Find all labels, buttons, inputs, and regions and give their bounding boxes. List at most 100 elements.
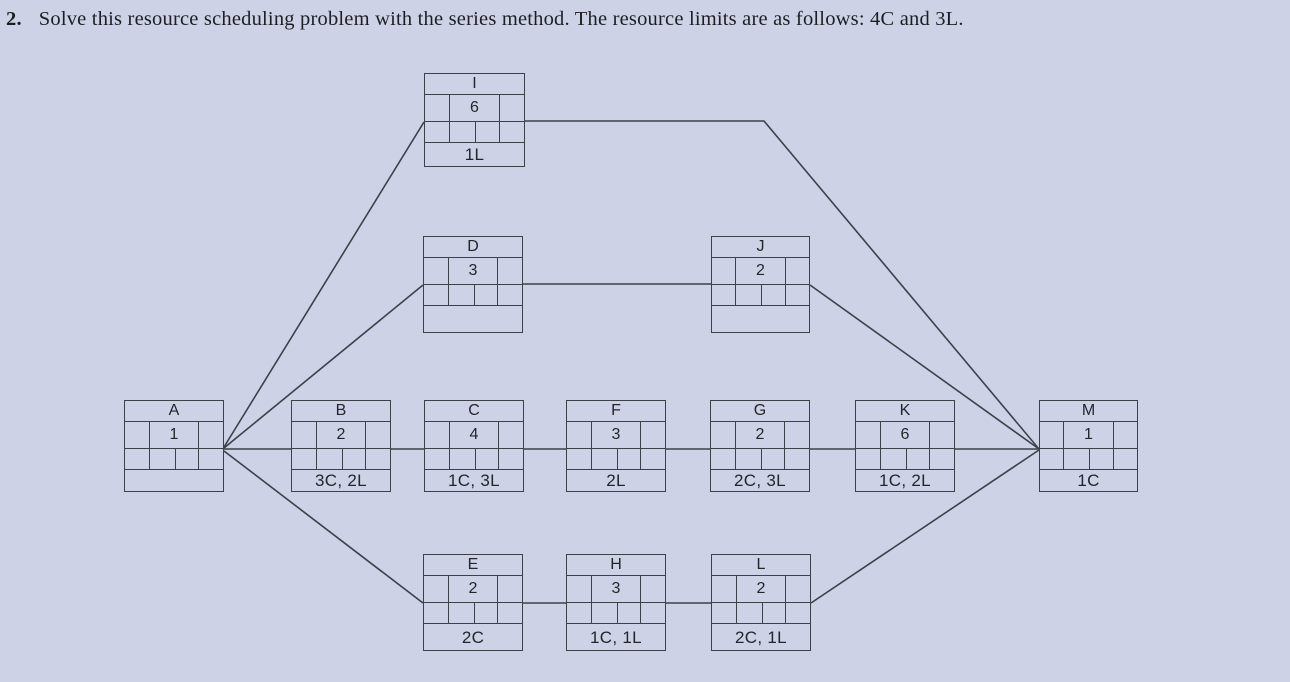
- schedule-cell: [449, 285, 475, 305]
- edge-J-M: [809, 284, 1040, 450]
- right-schedule-cell: [500, 95, 524, 121]
- schedule-cell: [881, 449, 907, 469]
- activity-resources: [712, 306, 809, 332]
- schedule-cell: [785, 449, 809, 469]
- schedule-row: [125, 449, 223, 470]
- schedule-cell: [736, 449, 762, 469]
- activity-id-label: C: [425, 401, 523, 422]
- right-schedule-cell: [498, 258, 522, 284]
- activity-id-label: B: [292, 401, 390, 422]
- schedule-cell: [712, 285, 737, 305]
- activity-duration: 3: [449, 258, 499, 284]
- duration-row: 4: [425, 422, 523, 449]
- problem-text: Solve this resource scheduling problem w…: [38, 8, 964, 30]
- schedule-cell: [425, 122, 450, 142]
- schedule-cell: [1114, 449, 1137, 469]
- edge-A-D: [223, 284, 424, 449]
- schedule-cell: [786, 603, 810, 623]
- schedule-row: [712, 603, 810, 624]
- schedule-cell: [498, 285, 522, 305]
- schedule-cell: [737, 603, 763, 623]
- schedule-cell: [618, 449, 642, 469]
- duration-row: 1: [125, 422, 223, 449]
- problem-statement: 2. Solve this resource scheduling proble…: [6, 8, 964, 31]
- activity-duration: 1: [1064, 422, 1114, 448]
- schedule-row: [567, 603, 665, 624]
- activity-id-label: G: [711, 401, 809, 422]
- left-schedule-cell: [125, 422, 150, 448]
- schedule-cell: [317, 449, 343, 469]
- activity-id-label: L: [712, 555, 810, 576]
- schedule-row: [424, 603, 522, 624]
- schedule-row: [425, 122, 524, 143]
- schedule-cell: [150, 449, 176, 469]
- right-schedule-cell: [641, 576, 665, 602]
- edge-A-E: [223, 450, 424, 604]
- duration-row: 3: [424, 258, 522, 285]
- activity-duration: 2: [737, 576, 787, 602]
- duration-row: 1: [1040, 422, 1137, 449]
- schedule-cell: [592, 449, 618, 469]
- activity-resources: 1C, 2L: [879, 471, 931, 490]
- schedule-cell: [475, 285, 499, 305]
- activity-id-label: E: [424, 555, 522, 576]
- schedule-cell: [641, 603, 665, 623]
- schedule-cell: [1040, 449, 1065, 469]
- activity-id-label: M: [1040, 401, 1137, 422]
- schedule-cell: [856, 449, 881, 469]
- schedule-cell: [425, 449, 450, 469]
- right-schedule-cell: [498, 576, 522, 602]
- schedule-row: [425, 449, 523, 470]
- schedule-cell: [786, 285, 809, 305]
- right-schedule-cell: [366, 422, 390, 448]
- duration-row: 3: [567, 576, 665, 603]
- duration-row: 2: [712, 576, 810, 603]
- schedule-cell: [176, 449, 200, 469]
- activity-resources: 2C: [461, 627, 485, 647]
- activity-id-label: I: [425, 74, 524, 95]
- schedule-cell: [450, 122, 477, 142]
- activity-duration: 4: [450, 422, 500, 448]
- schedule-row: [712, 285, 809, 306]
- activity-id-label: J: [712, 237, 809, 258]
- activity-duration: 2: [736, 258, 786, 284]
- left-schedule-cell: [425, 422, 450, 448]
- activity-duration: 1: [150, 422, 200, 448]
- left-schedule-cell: [567, 576, 592, 602]
- schedule-cell: [567, 449, 592, 469]
- schedule-cell: [475, 603, 499, 623]
- problem-number: 2.: [6, 8, 22, 30]
- duration-row: 6: [856, 422, 954, 449]
- schedule-row: [711, 449, 809, 470]
- schedule-cell: [592, 603, 618, 623]
- schedule-cell: [199, 449, 223, 469]
- schedule-cell: [424, 285, 449, 305]
- schedule-row: [292, 449, 390, 470]
- left-schedule-cell: [711, 422, 736, 448]
- right-schedule-cell: [641, 422, 665, 448]
- duration-row: 2: [292, 422, 390, 449]
- schedule-cell: [763, 603, 787, 623]
- schedule-cell: [292, 449, 317, 469]
- right-schedule-cell: [785, 422, 809, 448]
- schedule-cell: [1064, 449, 1091, 469]
- schedule-row: [424, 285, 522, 306]
- right-schedule-cell: [786, 576, 810, 602]
- schedule-cell: [930, 449, 954, 469]
- activity-resources: 2L: [606, 471, 626, 490]
- activity-id-label: A: [125, 401, 223, 422]
- edge-A-I: [223, 121, 425, 448]
- activity-duration: 2: [449, 576, 499, 602]
